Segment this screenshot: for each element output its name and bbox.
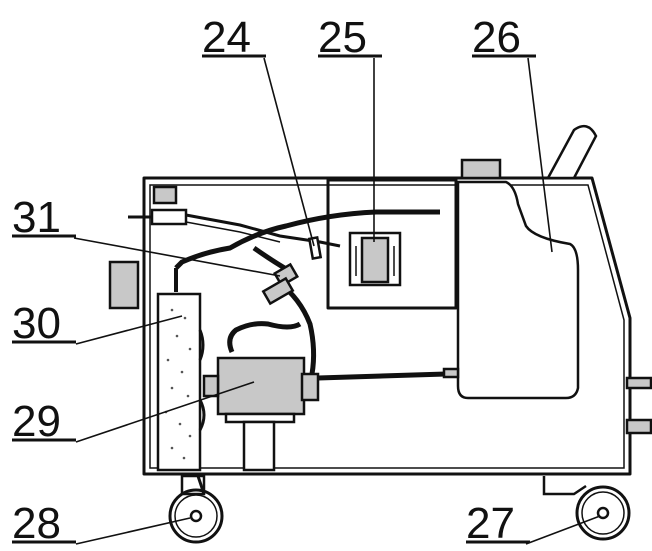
filter-30 <box>156 292 206 472</box>
pump-29 <box>202 321 320 472</box>
tank-cap <box>460 158 502 180</box>
svg-text:25: 25 <box>318 13 367 62</box>
side-block <box>108 260 140 310</box>
leader-lines <box>73 57 601 545</box>
label-25: 25 <box>318 13 382 62</box>
label-27: 27 <box>466 499 530 548</box>
label-30: 30 <box>12 299 76 348</box>
svg-text:26: 26 <box>472 13 521 62</box>
svg-text:29: 29 <box>12 397 61 446</box>
main-hose <box>174 209 440 270</box>
label-24: 24 <box>202 13 266 62</box>
wheel-28 <box>168 474 224 544</box>
tank-26 <box>456 180 580 400</box>
housing <box>142 176 632 476</box>
label-31: 31 <box>12 193 76 242</box>
svg-text:24: 24 <box>202 13 251 62</box>
svg-text:30: 30 <box>12 299 61 348</box>
module-25 <box>348 231 402 287</box>
label-29: 29 <box>12 397 76 446</box>
wheel-27 <box>542 476 631 541</box>
pump-tank-hose <box>317 371 447 381</box>
svg-text:27: 27 <box>466 499 515 548</box>
label-28: 28 <box>12 499 76 548</box>
label-26: 26 <box>472 13 536 62</box>
svg-text:28: 28 <box>12 499 61 548</box>
fitting-24 <box>307 236 323 260</box>
handle <box>545 124 598 180</box>
fitting-31 <box>261 262 300 306</box>
side-connectors <box>625 376 652 435</box>
valve-assembly <box>128 185 341 248</box>
svg-text:31: 31 <box>12 193 61 242</box>
